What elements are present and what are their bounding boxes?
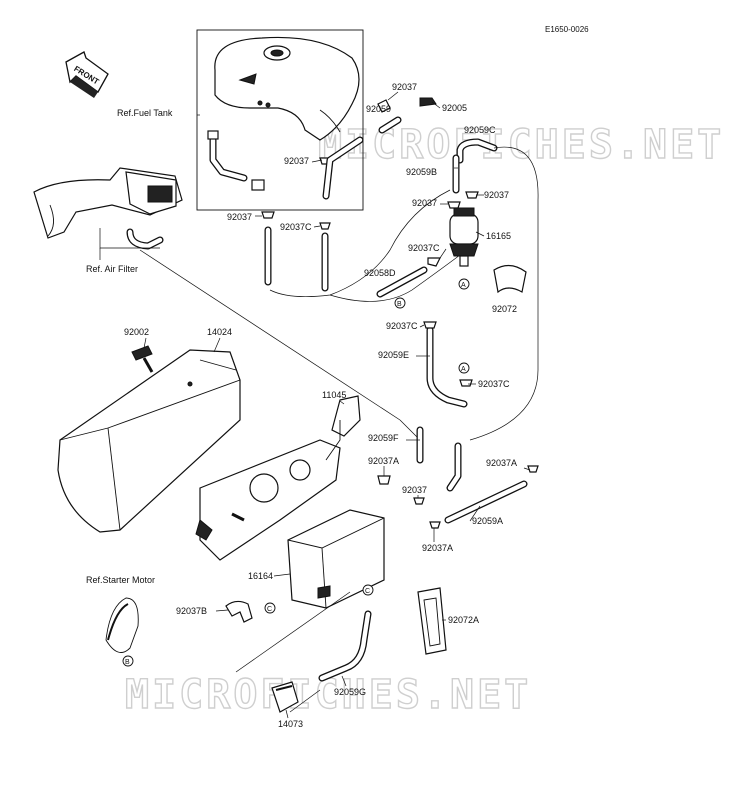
strap-92072: [493, 264, 527, 294]
ref-fuel-tank: Ref.Fuel Tank: [117, 108, 173, 118]
label-92059c-top: 92059C: [464, 125, 496, 135]
label-92037-c: 92037: [484, 190, 509, 200]
bolt-92002: [131, 345, 154, 373]
fitting-tank: [251, 179, 265, 191]
marker-c-1: C: [267, 606, 272, 613]
label-92059a: 92059A: [472, 516, 503, 526]
label-92059-top: 92059: [366, 104, 391, 114]
diagram-code: E1650-0026: [545, 25, 589, 34]
fuel-tank-illustration: [214, 36, 360, 141]
label-16165: 16165: [486, 231, 511, 241]
clamp-tank-1: [207, 130, 219, 140]
label-14073: 14073: [278, 719, 303, 729]
label-11045: 11045: [322, 390, 346, 400]
label-92072a: 92072A: [448, 615, 479, 625]
label-92058d: 92058D: [364, 268, 396, 278]
strap-92072a: [417, 587, 447, 655]
label-14024: 14024: [207, 327, 232, 337]
label-92037a-c: 92037A: [422, 543, 453, 553]
front-arrow-icon: FRONT: [65, 51, 109, 98]
label-92059f: 92059F: [368, 433, 399, 443]
ref-starter-motor: Ref.Starter Motor: [86, 575, 155, 585]
label-92037b: 92037B: [176, 606, 207, 616]
label-92005: 92005: [442, 103, 467, 113]
label-92002: 92002: [124, 327, 149, 337]
label-92037-b: 92037: [284, 156, 309, 166]
bracket-11045: [331, 395, 361, 437]
label-92037c-b: 92037C: [408, 243, 440, 253]
fuel-filter-16165: [449, 207, 479, 267]
label-92037-a: 92037: [392, 82, 417, 92]
label-92037-e: 92037: [227, 212, 252, 222]
label-92037a-a: 92037A: [368, 456, 399, 466]
marker-c-2: C: [365, 588, 370, 595]
marker-b-2: B: [125, 659, 130, 666]
label-92037-d: 92037: [412, 198, 437, 208]
clip-92037b: [225, 600, 253, 623]
label-92059e: 92059E: [378, 350, 409, 360]
air-filter-housing: [33, 167, 183, 250]
label-92037a-b: 92037A: [486, 458, 517, 468]
label-92059g: 92059G: [334, 687, 366, 697]
canister-16164: [287, 509, 385, 609]
marker-a-1: A: [461, 282, 466, 289]
label-92037-f: 92037: [402, 485, 427, 495]
fitting-92005: [419, 97, 437, 107]
marker-b-1: B: [397, 301, 402, 308]
label-92037c-a: 92037C: [280, 222, 312, 232]
label-16164: 16164: [248, 571, 273, 581]
fuel-tank-frame: [196, 29, 364, 211]
battery-case-14024: [57, 349, 241, 533]
label-92037c-d: 92037C: [478, 379, 510, 389]
label-92072: 92072: [492, 304, 517, 314]
label-92037c-c: 92037C: [386, 321, 418, 331]
label-92059b: 92059B: [406, 167, 437, 177]
ref-air-filter: Ref. Air Filter: [86, 264, 138, 274]
strap-starter: [105, 597, 139, 653]
mounting-bracket: [195, 420, 341, 561]
marker-a-2: A: [461, 366, 466, 373]
